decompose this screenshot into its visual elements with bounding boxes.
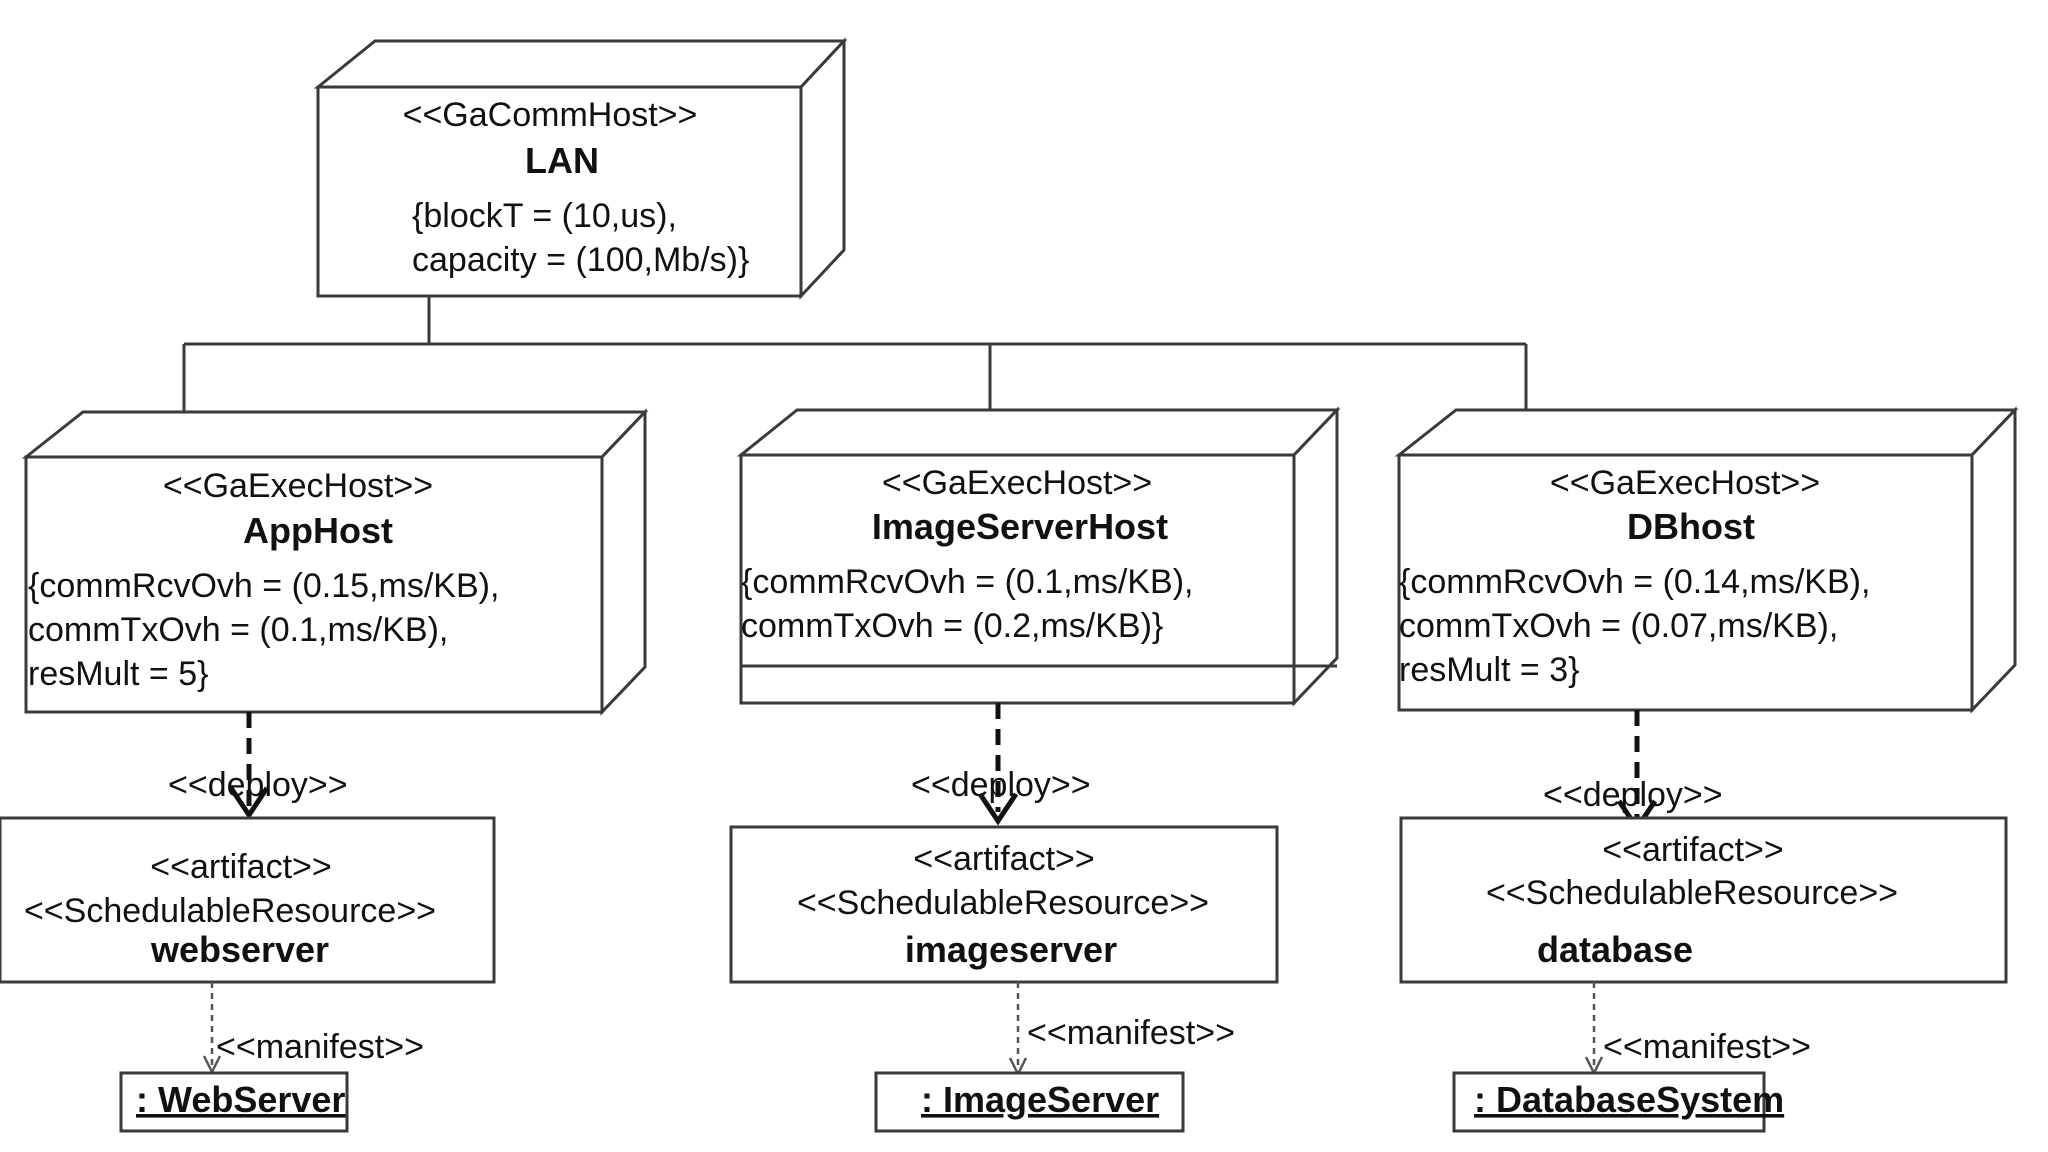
instance-webserver-box [119, 1071, 349, 1133]
dbhost-attr-commrcvovh: {commRcvOvh = (0.14,ms/KB), [1399, 563, 1870, 601]
deploy-label-imageserver: <<deploy>> [911, 766, 1091, 804]
lan-node[interactable]: <<GaCommHost>> LAN {blockT = (10,us), ca… [313, 37, 848, 300]
dbhost-attr-resmult: resMult = 3} [1399, 651, 1579, 689]
communication-links [182, 296, 1528, 412]
lan-attr-blockt: {blockT = (10,us), [412, 197, 677, 235]
artifact-database-box [1399, 816, 2008, 984]
instance-imageserver[interactable]: : ImageServer [874, 1071, 1185, 1133]
manifest-label-database: <<manifest>> [1603, 1028, 1811, 1066]
artifact-webserver[interactable]: <<artifact>> <<SchedulableResource>> web… [0, 816, 496, 984]
deploy-arrow-webserver-head [228, 786, 270, 820]
dbhost-name: DBhost [1627, 506, 1755, 547]
artifact-imageserver-stereotype-schedulable: <<SchedulableResource>> [797, 884, 1209, 922]
apphost-attr-resmult: resMult = 5} [28, 655, 208, 693]
instance-imageserver-box [874, 1071, 1185, 1133]
instance-imageserver-label: : ImageServer [921, 1079, 1159, 1120]
artifact-database-stereotype-artifact: <<artifact>> [1602, 831, 1783, 869]
apphost-node-top-face [21, 410, 649, 459]
imageserverhost-node[interactable]: <<GaExecHost>> ImageServerHost {commRcvO… [736, 406, 1341, 707]
dbhost-node-front-face [1397, 453, 1974, 712]
dbhost-stereotype: <<GaExecHost>> [1550, 464, 1820, 502]
instance-databasesystem-box [1452, 1071, 1766, 1133]
deploy-label-webserver: <<deploy>> [168, 766, 348, 804]
deploy-label-database: <<deploy>> [1543, 776, 1723, 814]
lan-node-front-face [316, 85, 803, 298]
artifact-database-name: database [1537, 929, 1693, 970]
dbhost-attr-commtxovh: commTxOvh = (0.07,ms/KB), [1399, 607, 1838, 645]
imageserverhost-attr-commtxovh: commTxOvh = (0.2,ms/KB)} [741, 607, 1163, 645]
imageserverhost-node-top-face [736, 408, 1341, 457]
lan-attr-capacity: capacity = (100,Mb/s)} [412, 241, 749, 279]
apphost-stereotype: <<GaExecHost>> [163, 467, 433, 505]
apphost-attr-commrcvovh: {commRcvOvh = (0.15,ms/KB), [28, 567, 499, 605]
artifact-imageserver[interactable]: <<artifact>> <<SchedulableResource>> ima… [729, 825, 1279, 984]
imageserverhost-node-side-face [1292, 406, 1339, 707]
dbhost-node-side-face [1970, 406, 2017, 714]
artifact-webserver-stereotype-schedulable: <<SchedulableResource>> [24, 892, 436, 930]
apphost-node[interactable]: <<GaExecHost>> AppHost {commRcvOvh = (0.… [21, 408, 649, 716]
imageserverhost-attr-commrcvovh: {commRcvOvh = (0.1,ms/KB), [741, 563, 1194, 601]
lan-node-top-face [313, 39, 848, 89]
imageserverhost-stereotype: <<GaExecHost>> [882, 464, 1152, 502]
artifact-webserver-name: webserver [150, 929, 329, 970]
artifact-imageserver-name: imageserver [905, 929, 1117, 970]
artifact-imageserver-box [729, 825, 1279, 984]
lan-stereotype: <<GaCommHost>> [403, 96, 698, 134]
artifact-database-stereotype-schedulable: <<SchedulableResource>> [1486, 874, 1898, 912]
artifact-database[interactable]: <<artifact>> <<SchedulableResource>> dat… [1399, 816, 2008, 984]
lan-node-side-face [799, 37, 846, 300]
instance-databasesystem-label: : DatabaseSystem [1474, 1079, 1784, 1120]
apphost-node-side-face [600, 408, 647, 716]
dbhost-node-top-face [1394, 408, 2019, 457]
apphost-attr-commtxovh: commTxOvh = (0.1,ms/KB), [28, 611, 448, 649]
instance-webserver-label: : WebServer [136, 1079, 345, 1120]
deploy-dependencies: <<deploy>> <<deploy>> <<deploy>> [168, 703, 1723, 833]
imageserverhost-name: ImageServerHost [872, 506, 1168, 547]
lan-name: LAN [525, 140, 599, 181]
dbhost-node[interactable]: <<GaExecHost>> DBhost {commRcvOvh = (0.1… [1394, 406, 2019, 714]
artifact-webserver-stereotype-artifact: <<artifact>> [150, 848, 331, 886]
manifest-label-imageserver: <<manifest>> [1027, 1014, 1235, 1052]
deploy-arrow-imageserver-head [977, 792, 1019, 826]
manifest-dependencies: <<manifest>> <<manifest>> <<manifest>> [202, 982, 1811, 1077]
artifact-webserver-box [0, 816, 496, 984]
apphost-node-front-face [24, 455, 604, 714]
instance-webserver[interactable]: : WebServer [119, 1071, 349, 1133]
manifest-label-webserver: <<manifest>> [216, 1028, 424, 1066]
instance-databasesystem[interactable]: : DatabaseSystem [1452, 1071, 1784, 1133]
artifact-imageserver-stereotype-artifact: <<artifact>> [913, 840, 1094, 878]
apphost-name: AppHost [243, 510, 393, 551]
imageserverhost-node-front-face [739, 453, 1296, 705]
